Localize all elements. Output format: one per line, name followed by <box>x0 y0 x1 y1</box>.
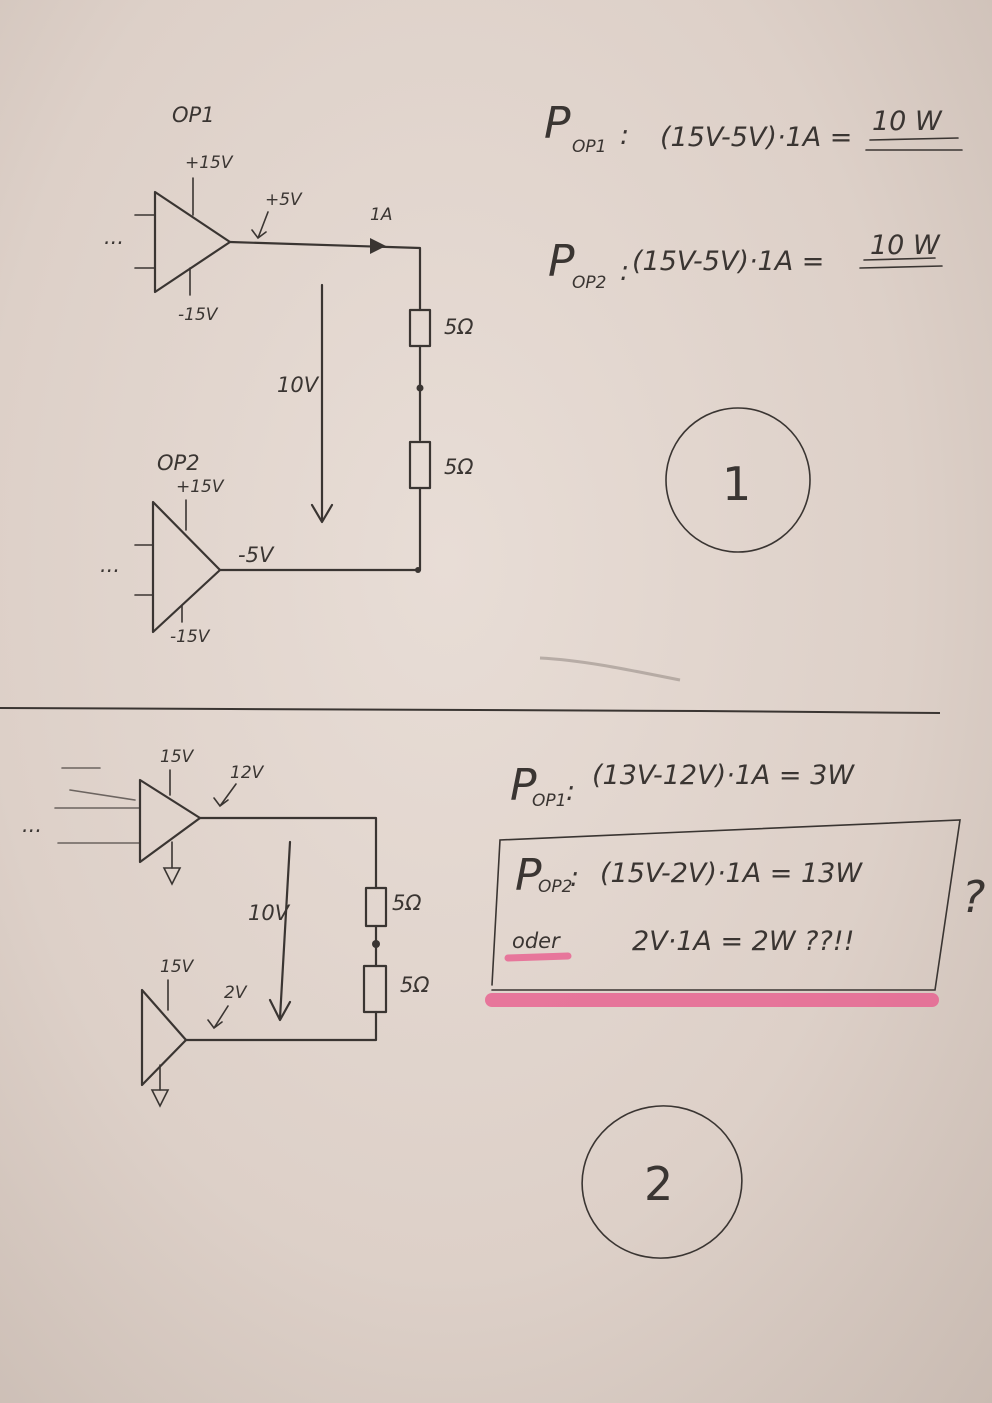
op1-input-dots: ... <box>104 225 124 249</box>
circle-1-ring <box>665 407 811 553</box>
answer-box-outline <box>491 819 961 991</box>
c2-resistor-bottom <box>362 964 388 1014</box>
circle-2-ring <box>581 1105 743 1259</box>
circle-2-number: 2 <box>644 1157 673 1211</box>
op1-minus-supply-label: -15V <box>178 305 219 325</box>
p-op2-underline-1 <box>863 257 936 261</box>
p-op1-colon: : <box>620 120 629 151</box>
c2-p-op1-symbol: P <box>510 760 537 811</box>
or-word: oder <box>512 929 561 953</box>
c2-p-op2-colon: : <box>570 862 579 893</box>
p-op2-result: 10 W <box>870 230 941 261</box>
resistor-top-label: 5Ω <box>444 315 473 339</box>
c2-resistor-bottom-label: 5Ω <box>400 973 429 997</box>
voltage-arrow-head-icon <box>310 503 334 524</box>
smudge-mark <box>539 656 681 682</box>
c2-op2-supply-label: 15V <box>160 957 195 977</box>
c2-mid-node <box>372 940 380 948</box>
c2-op1-triangle <box>138 778 202 864</box>
circuit-2: ... 15V 12V 5Ω 5Ω 10V 15V 2V <box>22 747 429 1108</box>
circuit-1: OP1 +15V ... -15V +5V 1A 5Ω 5Ω 10V OP2 +… <box>100 103 473 647</box>
p-op2-symbol: P <box>548 236 575 287</box>
op1-triangle <box>153 190 232 294</box>
op2-output-voltage-label: -5V <box>238 543 275 567</box>
op2-plus-supply-label: +15V <box>176 477 225 497</box>
p-op1-underline-1 <box>869 137 959 141</box>
c2-p-op2-expression: (15V-2V)·1A = 13W <box>600 858 863 889</box>
c2-p-op2-subscript: OP2 <box>538 877 572 897</box>
p-op1-subscript: OP1 <box>572 137 606 157</box>
c2-op1-ground-icon <box>162 867 182 886</box>
c2-p-op1-expression: (13V-12V)·1A = 3W <box>592 760 855 791</box>
c2-p-op2-symbol: P <box>515 850 542 901</box>
equations-1: P OP1 : (15V-5V)·1A = 10 W P OP2 : (15V-… <box>544 98 963 293</box>
c2-op2-output-label: 2V <box>224 983 248 1003</box>
resistor-bottom-label: 5Ω <box>444 455 473 479</box>
resistor-top <box>408 308 432 348</box>
c2-op1-supply-label: 15V <box>160 747 195 767</box>
side-question-mark: ? <box>962 872 985 923</box>
op2-minus-supply-label: -15V <box>170 627 211 647</box>
voltage-drop-label: 10V <box>277 373 320 397</box>
mid-node <box>416 384 424 392</box>
c2-op2-output-pointer <box>207 1005 229 1030</box>
top-wire <box>228 240 422 312</box>
alternative-expression: 2V·1A = 2W ??!! <box>632 926 854 957</box>
p-op2-expression: (15V-5V)·1A = <box>632 246 824 277</box>
p-op1-result: 10 W <box>872 106 943 137</box>
op2-label: OP2 <box>157 451 200 475</box>
c2-input-dots: ... <box>22 813 42 837</box>
circle-1: 1 <box>665 407 811 553</box>
c2-voltage-arrow-shaft <box>278 840 292 1020</box>
circle-2: 2 <box>581 1105 743 1259</box>
c2-p-op1-subscript: OP1 <box>532 791 566 811</box>
c2-op1-output-pointer <box>213 783 237 808</box>
bottom-node <box>415 567 421 573</box>
or-word-highlight <box>504 952 572 962</box>
current-arrow-icon <box>370 238 386 254</box>
p-op2-underline-2 <box>859 265 943 269</box>
c2-resistor-top <box>364 886 388 928</box>
c2-op2-ground-icon <box>150 1089 170 1108</box>
c2-bottom-wire <box>184 1010 378 1042</box>
c2-top-wire <box>198 816 378 890</box>
c2-op1-output-label: 12V <box>230 763 265 783</box>
p-op2-subscript: OP2 <box>572 273 606 293</box>
c2-voltage-arrow-head-icon <box>268 998 292 1022</box>
c2-op2-triangle <box>140 988 188 1087</box>
op2-input-dots: ... <box>100 553 120 577</box>
c2-voltage-drop-label: 10V <box>248 901 291 925</box>
op2-triangle <box>151 500 222 634</box>
resistor-bottom <box>408 440 432 490</box>
equations-2: P OP1 : (13V-12V)·1A = 3W P OP2 : (15V-2… <box>485 760 985 1007</box>
c2-resistor-top-label: 5Ω <box>392 891 421 915</box>
c2-feedback-sketch <box>54 767 141 844</box>
p-op2-colon: : <box>620 256 629 287</box>
p-op1-expression: (15V-5V)·1A = <box>660 122 852 153</box>
op1-label: OP1 <box>172 103 215 127</box>
c2-p-op1-colon: : <box>566 776 575 807</box>
current-label: 1A <box>370 205 392 225</box>
circle-1-number: 1 <box>722 457 751 511</box>
op1-output-pointer <box>251 211 269 240</box>
op1-plus-supply-label: +15V <box>185 153 234 173</box>
op1-output-voltage-label: +5V <box>265 190 303 210</box>
p-symbol: P <box>544 98 571 149</box>
section-divider <box>0 707 941 714</box>
